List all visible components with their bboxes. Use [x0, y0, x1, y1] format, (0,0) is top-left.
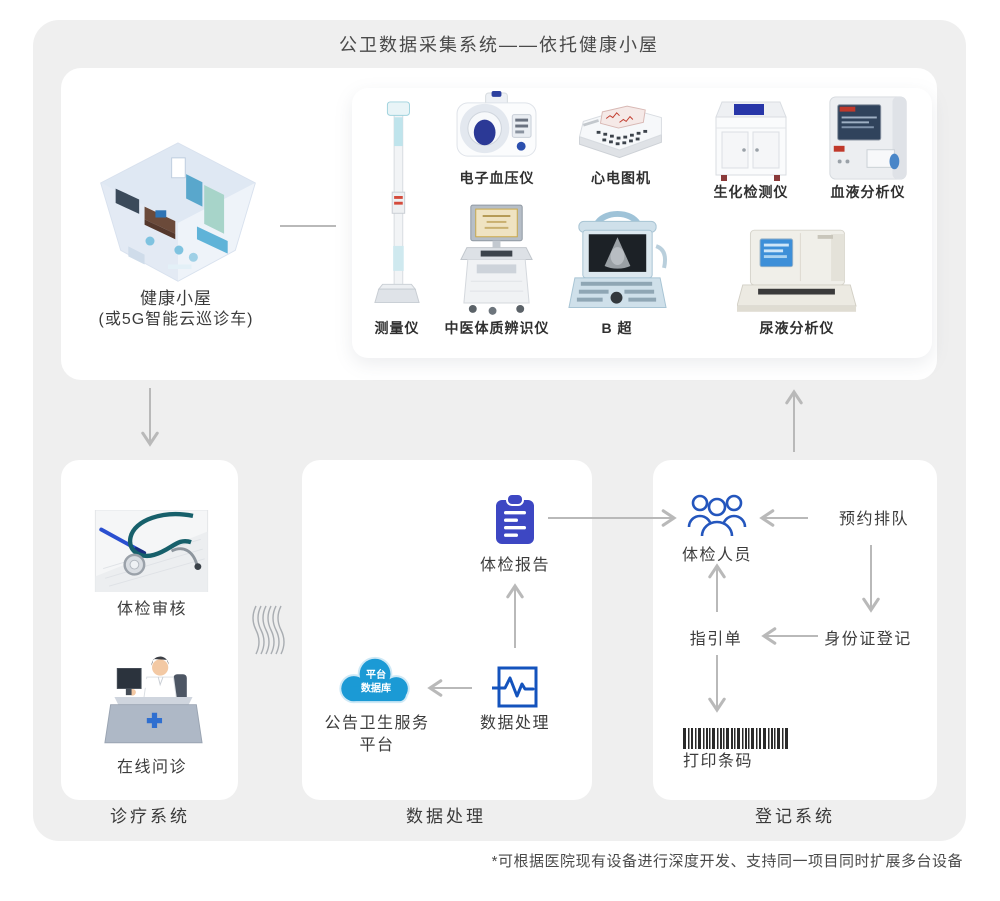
online-doctor-image [103, 648, 203, 748]
cabin-label-line2: (或5G智能云巡诊车) [98, 311, 254, 328]
device-image-biochem [712, 90, 790, 184]
device-image-ecg [570, 96, 670, 162]
people-label: 体检人员 [681, 547, 753, 564]
data-processing-icon [492, 665, 538, 709]
device-label-measure: 测量仪 [374, 320, 420, 336]
device-image-measure [373, 96, 421, 320]
device-label-blood: 血液分析仪 [830, 184, 906, 200]
barcode-label: 打印条码 [683, 753, 754, 770]
cabin-label-line1: 健康小屋 [140, 289, 212, 308]
report-label: 体检报告 [479, 557, 551, 574]
clinic-online-label: 在线问诊 [116, 759, 188, 776]
cloud-text-line2: 数据库 [361, 682, 391, 695]
queue-label: 预约排队 [838, 511, 910, 528]
id-reg-label: 身份证登记 [824, 631, 912, 648]
section-label-data: 数据处理 [406, 807, 486, 826]
device-label-tcm: 中医体质辨识仪 [444, 320, 550, 336]
processing-label: 数据处理 [479, 715, 551, 732]
device-label-urine: 尿液分析仪 [759, 320, 835, 336]
page-title: 公卫数据采集系统——依托健康小屋 [339, 35, 659, 55]
device-image-blood [824, 92, 912, 184]
device-image-ultrasound [565, 206, 669, 316]
report-clipboard-icon [496, 494, 534, 544]
barcode-image [683, 728, 789, 749]
platform-label-line2: 平台 [359, 737, 395, 754]
device-label-ecg: 心电图机 [591, 170, 651, 186]
platform-label-line1: 公告卫生服务 [324, 715, 430, 732]
people-group-icon [687, 491, 747, 539]
device-image-tcm [455, 202, 539, 316]
cloud-text-line1: 平台 [366, 668, 386, 681]
guide-label: 指引单 [689, 631, 743, 648]
health-cabin-image [92, 138, 264, 288]
stethoscope-photo [93, 510, 210, 592]
clinic-review-label: 体检审核 [116, 601, 188, 618]
device-label-biochem: 生化检测仪 [713, 184, 789, 200]
section-label-clinic: 诊疗系统 [110, 807, 190, 826]
data-system-panel [302, 460, 592, 800]
device-label-ultrasound: B 超 [601, 320, 633, 336]
platform-database-cloud-icon: 平台 数据库 [333, 652, 419, 706]
section-label-registration: 登记系统 [755, 807, 835, 826]
device-image-urine [737, 224, 857, 318]
device-label-bp: 电子血压仪 [459, 170, 535, 186]
footnote: *可根据医院现有设备进行深度开发、支持同一项目同时扩展多台设备 [491, 853, 963, 870]
device-image-bp [455, 90, 539, 164]
